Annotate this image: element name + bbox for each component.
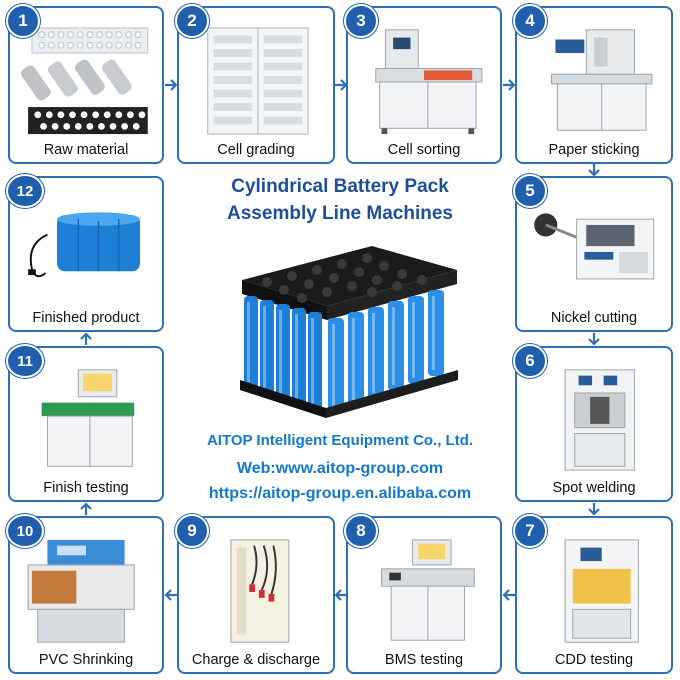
step-label: BMS testing (384, 652, 464, 668)
diagram-title-line-1: Cylindrical Battery Pack (231, 176, 449, 197)
step-label: PVC Shrinking (38, 652, 134, 668)
sorting-machine-icon (356, 26, 492, 136)
step-number-badge: 12 (6, 174, 44, 208)
arrow-down-icon (588, 333, 600, 346)
step-label: Paper sticking (548, 142, 640, 158)
step-number-badge: 3 (344, 4, 378, 38)
step-label: Finished product (32, 310, 140, 326)
arrow-right-icon (165, 79, 178, 91)
step-number-badge: 5 (513, 174, 547, 208)
arrow-left-icon (334, 589, 347, 601)
step-cdd-testing: 7 CDD testing (513, 514, 673, 674)
step-number-badge: 1 (6, 4, 40, 38)
step-nickel-cutting: 5 Nickel cutting (513, 174, 673, 332)
nickel-cutter-icon (525, 196, 663, 304)
step-label: Charge & discharge (191, 652, 321, 668)
step-cell-sorting: 3 Cell sorting (344, 4, 502, 164)
step-label: Cell sorting (387, 142, 461, 158)
step-pvc-shrinking: 10 PVC Shrinking (6, 514, 164, 674)
arrow-right-icon (503, 79, 516, 91)
step-charge-discharge: 9 Charge & discharge (175, 514, 335, 674)
charge-cabinet-icon (187, 536, 325, 646)
step-number-badge: 2 (175, 4, 209, 38)
test-station-icon (18, 366, 154, 474)
cdd-tester-icon (525, 536, 663, 646)
shrink-tunnel-icon (18, 536, 154, 646)
bms-tester-icon (356, 536, 492, 646)
arrow-up-icon (80, 502, 92, 515)
step-label: Spot welding (552, 480, 636, 496)
spot-welder-icon (525, 366, 663, 474)
step-label: Raw material (43, 142, 129, 158)
step-number-badge: 7 (513, 514, 547, 548)
arrow-left-icon (164, 589, 177, 601)
step-number-badge: 8 (344, 514, 378, 548)
grading-cabinet-icon (187, 26, 325, 136)
step-cell-grading: 2 Cell grading (175, 4, 335, 164)
battery-pack-icon (18, 196, 154, 304)
step-number-badge: 9 (175, 514, 209, 548)
arrow-down-icon (588, 164, 600, 177)
arrow-down-icon (588, 503, 600, 516)
step-label: Finish testing (43, 480, 129, 496)
diagram-title-line-2: Assembly Line Machines (227, 203, 453, 224)
step-finish-testing: 11 Finish testing (6, 344, 164, 502)
battery-cells-icon (18, 26, 154, 136)
paper-sticking-machine-icon (525, 26, 663, 136)
step-spot-welding: 6 Spot welding (513, 344, 673, 502)
arrow-up-icon (80, 332, 92, 345)
step-number-badge: 11 (6, 344, 44, 378)
step-label: Cell grading (217, 142, 295, 158)
company-website[interactable]: Web:www.aitop-group.com (236, 460, 444, 477)
step-label: Nickel cutting (550, 310, 638, 326)
center-battery-pack-image (222, 240, 467, 420)
arrow-right-icon (335, 79, 348, 91)
step-finished-product: 12 Finished product (6, 174, 164, 332)
step-paper-sticking: 4 Paper sticking (513, 4, 673, 164)
step-number-badge: 4 (513, 4, 547, 38)
company-name: AITOP Intelligent Equipment Co., Ltd. (206, 432, 474, 449)
arrow-left-icon (502, 589, 515, 601)
step-number-badge: 6 (513, 344, 547, 378)
company-alibaba-url[interactable]: https://aitop-group.en.alibaba.com (208, 485, 472, 502)
step-label: CDD testing (554, 652, 634, 668)
step-bms-testing: 8 BMS testing (344, 514, 502, 674)
step-number-badge: 10 (6, 514, 44, 548)
step-raw-material: 1 Raw material (6, 4, 164, 164)
